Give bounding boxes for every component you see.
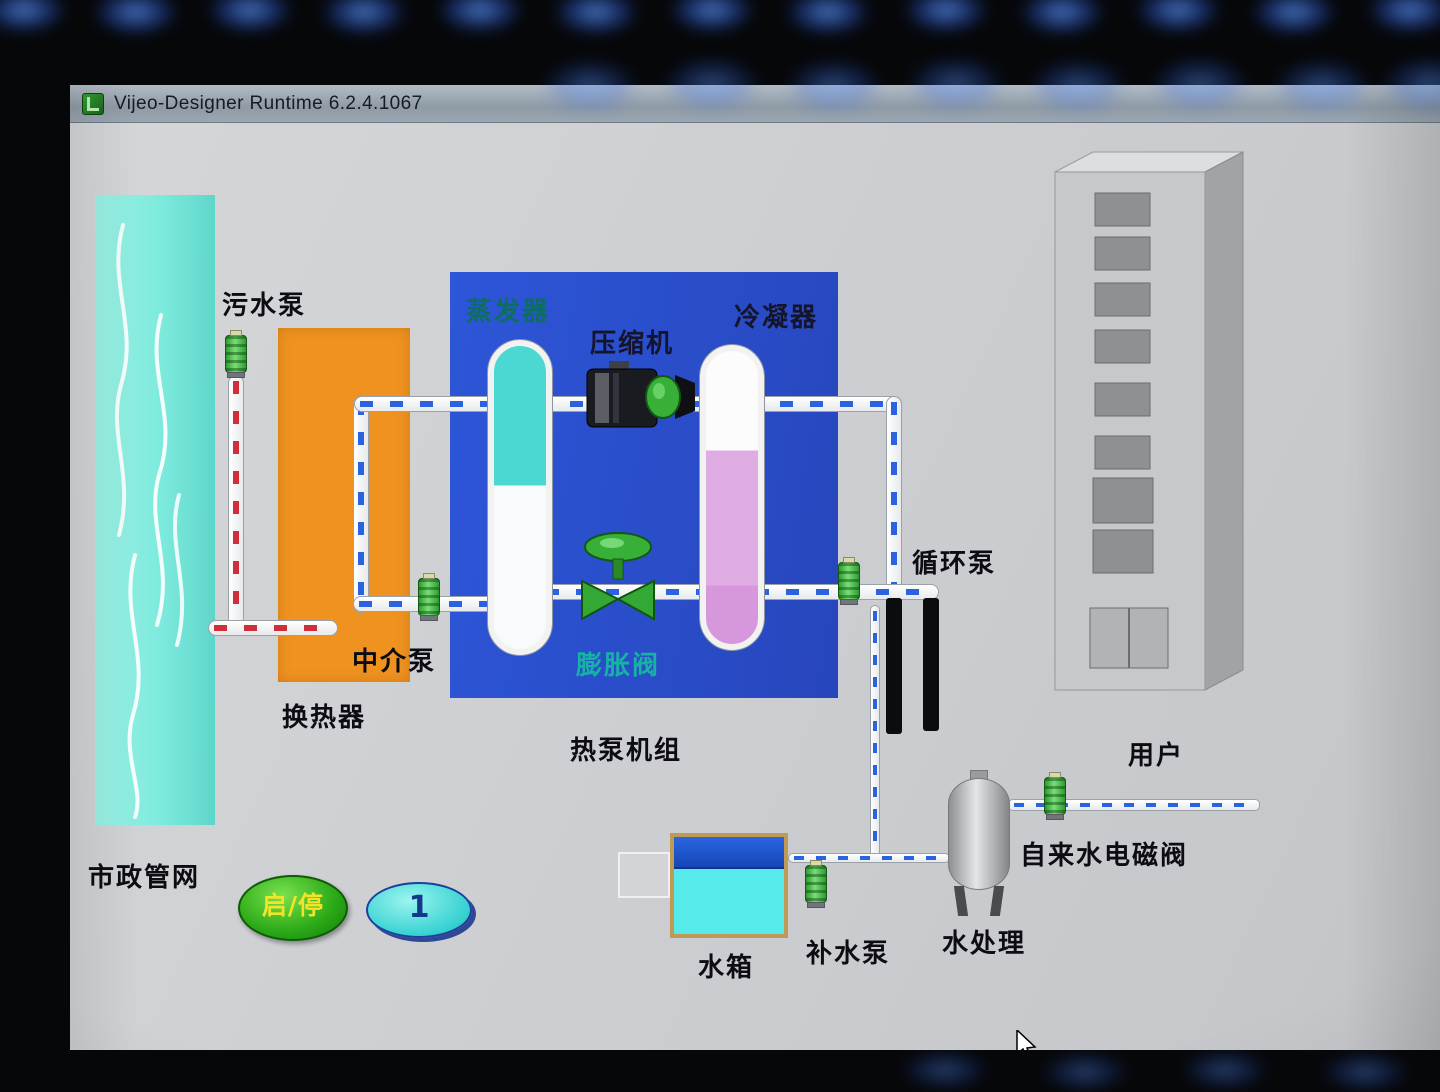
- label-evaporator: 蒸发器: [466, 297, 551, 327]
- label-municipal-network: 市政管网: [88, 863, 201, 893]
- evaporator-vessel: [488, 340, 552, 655]
- vessel-body: [948, 778, 1010, 890]
- screen-reflection: [1180, 1050, 1270, 1090]
- screen-reflection: [1250, 0, 1338, 36]
- label-makeup-pump: 补水泵: [806, 939, 891, 969]
- building-window: [1094, 236, 1151, 271]
- screen-reflection: [1320, 1052, 1410, 1092]
- title-bar: Vijeo-Designer Runtime 6.2.4.1067: [70, 85, 1440, 123]
- vijeo-logo-icon: [82, 92, 104, 115]
- expansion-valve-icon[interactable]: [576, 531, 660, 635]
- sewage-pump-icon[interactable]: [225, 330, 247, 378]
- condenser-vessel: [700, 345, 764, 650]
- building-window: [1094, 435, 1151, 470]
- pipe-black-drop-1: [886, 598, 902, 734]
- pipe-right-vertical: [886, 396, 902, 600]
- screen-reflection: [206, 0, 294, 34]
- pipe-intermediate-vertical: [353, 396, 369, 613]
- screen-reflection: [552, 0, 640, 36]
- label-sewage-pump: 污水泵: [222, 291, 307, 321]
- building-window: [1094, 329, 1151, 364]
- label-water-treatment: 水处理: [942, 929, 1027, 959]
- screen-reflection: [1040, 1052, 1130, 1092]
- water-tank-lid: [674, 837, 784, 869]
- screen-reflection: [320, 0, 408, 36]
- screen-reflection: [902, 0, 990, 34]
- label-water-tank: 水箱: [698, 953, 755, 983]
- screen-reflection: [436, 0, 524, 34]
- building-window: [1094, 382, 1151, 417]
- water-treatment-vessel: [948, 770, 1010, 918]
- mouse-cursor: [1016, 1030, 1037, 1050]
- vessel-leg: [953, 886, 969, 916]
- pipe-intermediate-bottom: [353, 596, 530, 612]
- screen-reflection: [0, 0, 68, 34]
- circulation-pump-icon[interactable]: [838, 557, 860, 605]
- label-circulation-pump: 循环泵: [912, 549, 997, 579]
- building-window: [1092, 529, 1154, 574]
- pipe-makeup-vertical: [870, 605, 880, 859]
- water-waves-icon: [114, 223, 185, 819]
- screen-reflection: [784, 0, 872, 36]
- building-window: [1094, 192, 1151, 227]
- label-user: 用户: [1128, 741, 1185, 771]
- compressor-icon[interactable]: [583, 357, 695, 437]
- label-condenser: 冷凝器: [734, 303, 819, 333]
- label-compressor: 压缩机: [590, 329, 675, 359]
- pipe-tap-water: [1008, 799, 1260, 811]
- makeup-pump-icon[interactable]: [805, 860, 827, 908]
- screen-reflection: [92, 0, 180, 36]
- label-intermediate-pump: 中介泵: [352, 647, 437, 677]
- screen-reflection: [1366, 0, 1440, 34]
- start-stop-button[interactable]: 启/停: [238, 875, 348, 941]
- runtime-window: Vijeo-Designer Runtime 6.2.4.1067: [70, 85, 1440, 1050]
- building: [1054, 151, 1244, 691]
- building-window: [1092, 477, 1154, 524]
- pipe-sewage-vertical: [228, 375, 244, 636]
- label-expansion-valve: 膨胀阀: [576, 651, 661, 681]
- intermediate-pump-icon[interactable]: [418, 573, 440, 621]
- screen-reflection: [1134, 0, 1222, 34]
- pipe-black-drop-2: [923, 598, 939, 731]
- mode-indicator-button[interactable]: 1: [366, 882, 472, 938]
- building-window: [1094, 282, 1151, 317]
- pipe-sewage-horizontal: [208, 620, 338, 636]
- window-title: Vijeo-Designer Runtime 6.2.4.1067: [114, 92, 423, 114]
- screen-reflection: [668, 0, 756, 34]
- water-tank: [670, 833, 788, 938]
- municipal-sewage-river: [95, 195, 215, 825]
- tank-level-indicator: [618, 852, 670, 898]
- tap-water-solenoid-valve-icon[interactable]: [1044, 772, 1066, 820]
- label-tap-water-valve: 自来水电磁阀: [1020, 841, 1189, 871]
- building-side: [1204, 151, 1244, 691]
- vessel-leg: [989, 886, 1005, 916]
- label-heat-pump-unit: 热泵机组: [570, 736, 683, 766]
- screen-reflection: [1018, 0, 1106, 36]
- screen-reflection: [900, 1050, 990, 1090]
- label-heat-exchanger: 换热器: [282, 703, 367, 733]
